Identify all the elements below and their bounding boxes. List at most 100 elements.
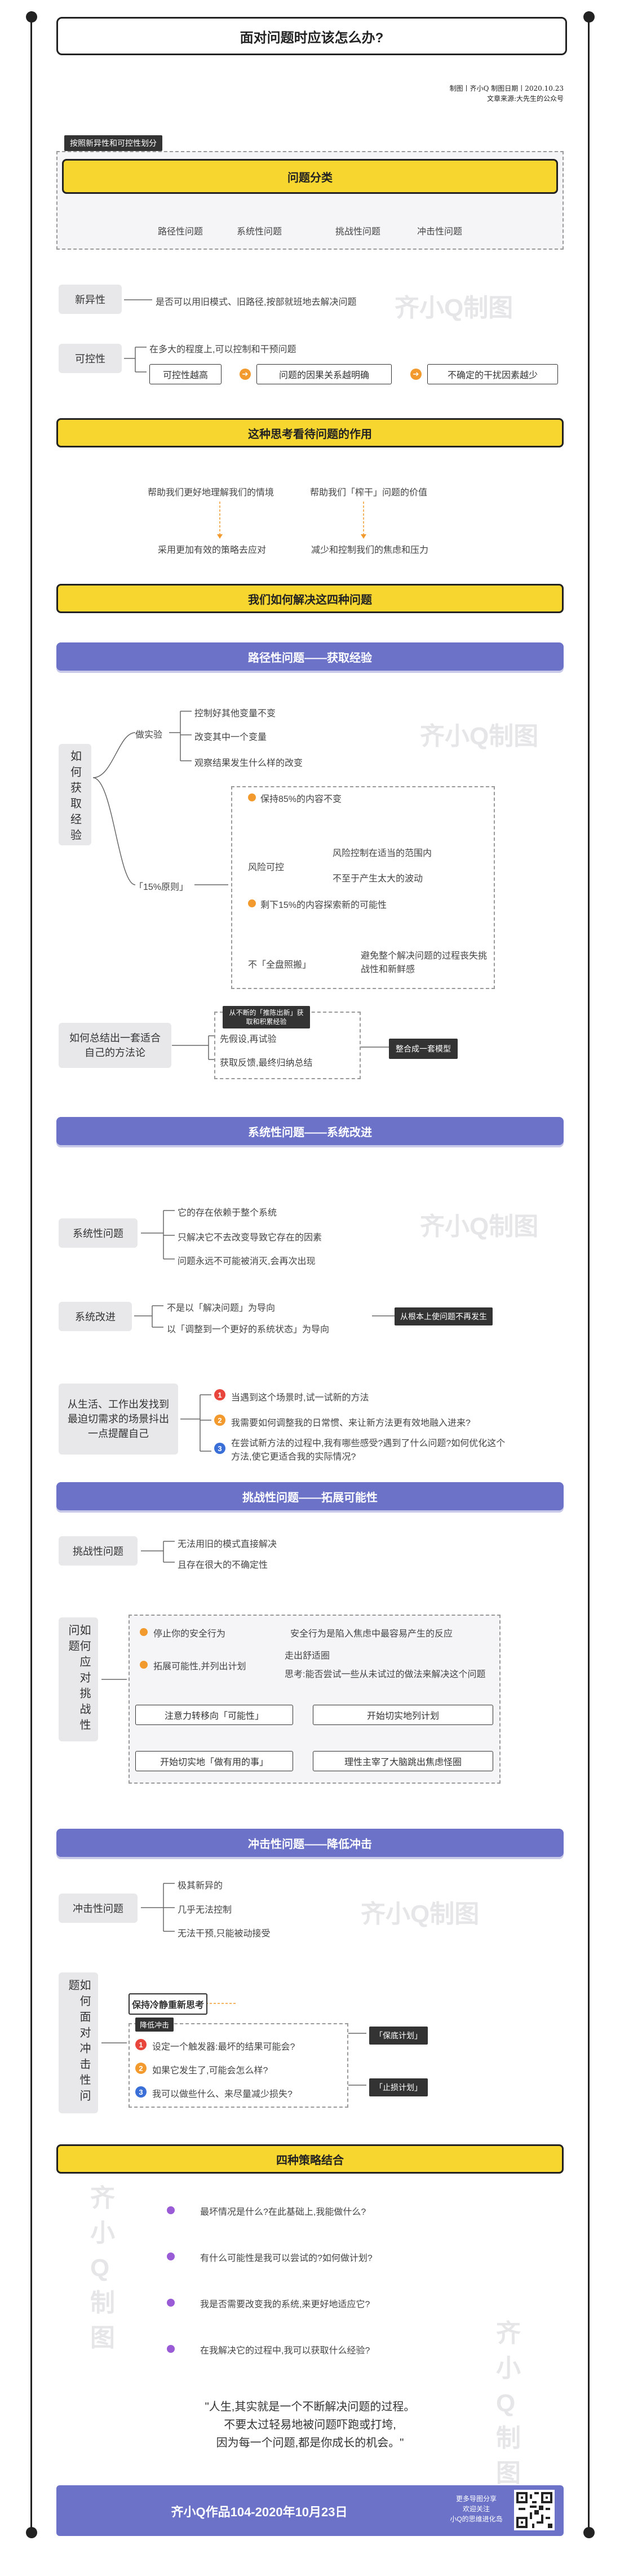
page-title: 面对问题时应该怎么办? — [56, 17, 567, 55]
method-tag: 从不断的「推陈出新」获取和积累经验 — [223, 1006, 310, 1028]
bullet-icon — [140, 1661, 148, 1669]
question-item: 我需要如何调整我的日常惯、来让新方法更有效地融入进来? — [231, 1418, 471, 1428]
impact-item: 几乎无法控制 — [178, 1905, 232, 1915]
experiment-item: 观察结果发生什么样的改变 — [194, 759, 303, 768]
combine-item: 在我解决它的过程中,我可以获取什么经验? — [200, 2346, 370, 2356]
challenge-act: 开始切实地「做有用的事」 — [135, 1751, 293, 1771]
footer-text: 齐小Q作品104-2020年10月23日 — [171, 2505, 348, 2519]
control-chain-1: 可控性越高 — [149, 364, 222, 384]
bullet-icon — [167, 2345, 175, 2353]
control-text: 在多大的程度上,可以控制和干预问题 — [149, 345, 296, 354]
method-item: 获取反馈,最终归纳总结 — [220, 1058, 313, 1068]
rule-risk-item: 不至于产生太大的波动 — [333, 874, 423, 884]
number-3-icon: 3 — [214, 1443, 225, 1454]
watermark: 齐小Q制图 — [395, 294, 513, 322]
rule-keep: 保持85%的内容不变 — [260, 795, 342, 804]
meta-line-1: 制图丨齐小Q 制图日期丨2020.10.23 — [449, 85, 564, 92]
challenge-label: 挑战性问题 — [59, 1536, 138, 1566]
question-item: 当遇到这个场景时,试一试新的方法 — [231, 1393, 369, 1403]
type-system: 系统性问题 — [237, 227, 282, 237]
system-label: 系统性问题 — [59, 1218, 138, 1248]
impact-step: 我可以做些什么、来尽量减少损失? — [152, 2090, 293, 2099]
number-1-icon: 1 — [214, 1389, 225, 1400]
section2-header: 这种思考看待问题的作用 — [56, 418, 564, 447]
number-3-icon: 3 — [135, 2086, 147, 2098]
rule-risk: 风险可控 — [248, 863, 285, 872]
experiment-item: 改变其中一个变量 — [194, 733, 267, 742]
challenge-expand: 拓展可能性,并列出计划 — [153, 1662, 246, 1671]
control-chain-2: 问题的因果关系越明确 — [256, 364, 392, 384]
number-2-icon: 2 — [135, 2063, 147, 2074]
closing-quote: "人生,其实就是一个不断解决问题的过程。 不要太过轻易地被问题吓跑或打垮, 因为… — [205, 2401, 415, 2449]
frame-dot — [26, 11, 37, 23]
frame-dot — [583, 2527, 595, 2538]
combine-item: 有什么可能性是我可以尝试的?如何做计划? — [200, 2254, 373, 2263]
frame-right-line — [588, 11, 590, 2536]
path-side-label: 如何获取经验 — [59, 744, 91, 845]
number-1-icon: 1 — [135, 2039, 147, 2050]
type-path: 路径性问题 — [158, 227, 203, 237]
challenge-stop: 停止你的安全行为 — [153, 1629, 226, 1639]
impact-side-label: 如何面对冲击性问题 — [59, 1972, 98, 2113]
problem-classification-header: 问题分类 — [62, 159, 558, 194]
bullet-icon — [167, 2206, 175, 2214]
footer-side: 更多导图分享欢迎关注小Q的思维进化岛 — [450, 2495, 503, 2523]
impact-item: 极其新异的 — [178, 1881, 223, 1891]
watermark: 齐小Q制图 — [420, 722, 539, 750]
experiment-item: 控制好其他变量不变 — [194, 709, 276, 719]
impact-header: 冲击性问题——降低冲击 — [56, 1829, 564, 1857]
impact-label: 冲击性问题 — [59, 1894, 138, 1923]
watermark: 齐小Q制图 — [420, 1213, 539, 1240]
arrow-right-icon: ➔ — [410, 369, 422, 380]
section3-header: 我们如何解决这四种问题 — [56, 584, 564, 613]
work-label: 从生活、工作出发找到最迫切需求的场景抖出一点提醒自己 — [59, 1384, 178, 1455]
bullet-icon — [248, 899, 256, 907]
method-label: 如何总结出一套适合自己的方法论 — [59, 1023, 171, 1068]
impact-step: 设定一个触发器:最坏的结果可能会? — [152, 2042, 295, 2052]
improve-label: 系统改进 — [59, 1302, 132, 1331]
arrow-right-icon: ➔ — [240, 369, 251, 380]
impact-calm: 保持冷静重新思考 — [129, 1993, 207, 2015]
challenge-focus: 注意力转移向「可能性」 — [135, 1705, 293, 1725]
rule-label: 「15%原则」 — [134, 883, 189, 892]
rule-other: 剩下15%的内容探索新的可能性 — [260, 901, 387, 910]
impact-reduce: 降低冲击 — [135, 2018, 174, 2032]
rule-box — [231, 786, 495, 989]
rule-risk-item: 风险控制在适当的范围内 — [333, 849, 432, 858]
improve-tag: 从根本上使问题不再发生 — [395, 1307, 493, 1325]
path-header: 路径性问题——获取经验 — [56, 642, 564, 671]
challenge-item: 无法用旧的模式直接解决 — [178, 1540, 277, 1549]
bullet-icon — [167, 2299, 175, 2307]
improve-item: 不是以「解决问题」为导向 — [167, 1303, 276, 1313]
impact-tag-2: 「止损计划」 — [369, 2078, 428, 2096]
impact-step: 如果它发生了,可能会怎么样? — [152, 2066, 268, 2076]
footer-bar — [56, 2485, 564, 2536]
experiment-label: 做实验 — [135, 730, 163, 740]
meta-line-2: 文章来源:大先生的公众号 — [486, 95, 564, 103]
effect-right-1: 帮助我们「榨干」问题的价值 — [310, 488, 428, 498]
qr-code-icon — [514, 2490, 555, 2530]
section1-tag: 按照新异性和可控性划分 — [64, 135, 162, 151]
challenge-reason: 理性主宰了大脑跳出焦虑怪圈 — [313, 1751, 493, 1771]
effect-right-2: 减少和控制我们的焦虑和压力 — [311, 546, 429, 555]
system-item: 问题永远不可能被消灭,会再次出现 — [178, 1257, 316, 1266]
impact-box — [129, 2023, 348, 2108]
combine-header: 四种策略结合 — [56, 2144, 564, 2174]
watermark: 齐小Q制图 — [361, 1900, 480, 1928]
method-item: 先假设,再试验 — [220, 1035, 277, 1044]
frame-dot — [26, 2527, 37, 2538]
type-impact: 冲击性问题 — [417, 227, 463, 237]
bullet-icon — [248, 793, 256, 801]
impact-item: 无法干预,只能被动接受 — [178, 1929, 271, 1939]
effect-left-1: 帮助我们更好地理解我们的情境 — [148, 488, 274, 498]
challenge-stop-text: 安全行为是陷入焦虑中最容易产生的反应 — [290, 1629, 453, 1639]
novelty-label: 新异性 — [59, 285, 122, 314]
challenge-side-label: 如何应对挑战性问题 — [59, 1617, 98, 1741]
type-challenge: 挑战性问题 — [335, 227, 381, 237]
combine-item: 最坏情况是什么?在此基础上,我能做什么? — [200, 2207, 366, 2217]
combine-item: 我是否需要改变我的系统,来更好地适应它? — [200, 2300, 370, 2309]
challenge-expand-item: 思考:能否尝试一些从未试过的做法来解决这个问题 — [285, 1670, 486, 1679]
